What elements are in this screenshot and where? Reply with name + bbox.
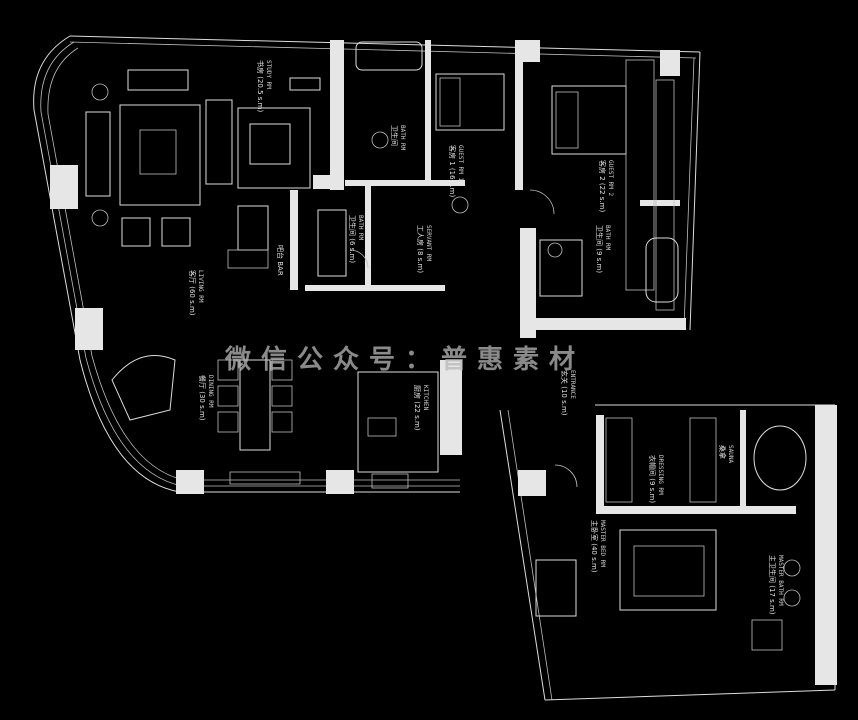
room-name-cn: 厨房 (22 s.m) (413, 385, 422, 431)
room-label-master-bed: 主卧室 (40 s.m)MASTER BED RM (590, 520, 606, 573)
room-label-bath-3: 卫生间 (6 s.m)BATH RM (348, 215, 364, 263)
room-name-cn: 吧台 BAR (276, 245, 285, 276)
room-name-cn: 主卫生间 (17 s.m) (768, 555, 777, 615)
room-label-bath-2: 卫生间 (9 s.m)BATH RM (595, 225, 611, 273)
room-label-bar: 吧台 BAR (276, 245, 285, 276)
room-name-en: LIVING RM (197, 270, 204, 303)
room-name-en: GUEST RM 2 (607, 160, 614, 197)
room-name-cn: 玄关 (10 s.m) (560, 370, 569, 416)
interior-walls (290, 40, 796, 514)
room-label-servant: 工人房 (8 s.m)SERVANT RM (416, 225, 432, 273)
room-name-cn: 客房 2 (22 s.m) (598, 160, 607, 212)
room-name-en: BATH RM (357, 215, 364, 241)
room-name-cn: 卫生间 (390, 125, 399, 146)
room-name-en: STUDY RM (265, 60, 272, 89)
room-name-en: MASTER BATH RM (777, 555, 784, 606)
room-label-kitchen: 厨房 (22 s.m)KITCHEN (413, 385, 429, 431)
room-name-cn: 餐厅 (30 s.m) (198, 375, 207, 421)
columns (50, 40, 837, 685)
room-name-cn: 卫生间 (6 s.m) (348, 215, 357, 263)
room-label-dining: 餐厅 (30 s.m)DINING RM (198, 375, 214, 421)
room-label-living: 客厅 (60 s.m)LIVING RM (188, 270, 204, 316)
room-name-en: DRESSING RM (657, 455, 664, 495)
room-name-en: BATH RM (399, 125, 406, 151)
room-name-en: SAUNA (727, 445, 734, 463)
room-label-guest-1: 客房 1 (16 s.m)GUEST RM 1 (448, 145, 464, 197)
room-name-cn: 主卧室 (40 s.m) (590, 520, 599, 573)
room-label-study: 书房 (20.5 s.m)STUDY RM (256, 60, 272, 112)
room-name-en: SERVANT RM (425, 225, 432, 262)
room-name-en: KITCHEN (422, 385, 429, 411)
room-label-guest-2: 客房 2 (22 s.m)GUEST RM 2 (598, 160, 614, 212)
room-name-cn: 客房 1 (16 s.m) (448, 145, 457, 197)
room-label-master-bath: 主卫生间 (17 s.m)MASTER BATH RM (768, 555, 784, 615)
room-name-cn: 卫生间 (9 s.m) (595, 225, 604, 273)
room-name-cn: 桑拿 (718, 445, 727, 459)
furniture (85, 41, 807, 651)
room-name-en: DINING RM (207, 375, 214, 408)
room-name-cn: 书房 (20.5 s.m) (256, 60, 265, 112)
room-label-entrance: 玄关 (10 s.m)ENTRANCE (560, 370, 576, 416)
room-name-en: ENTRANCE (569, 370, 576, 399)
room-name-en: MASTER BED RM (599, 520, 606, 567)
watermark: 微信公众号：普惠素材 (224, 344, 585, 375)
room-name-cn: 客厅 (60 s.m) (188, 270, 197, 316)
room-name-en: BATH RM (604, 225, 611, 251)
room-name-cn: 工人房 (8 s.m) (416, 225, 425, 273)
room-name-en: GUEST RM 1 (457, 145, 464, 182)
room-name-cn: 衣帽间 (9 s.m) (648, 455, 657, 503)
room-label-dressing: 衣帽间 (9 s.m)DRESSING RM (648, 455, 664, 503)
